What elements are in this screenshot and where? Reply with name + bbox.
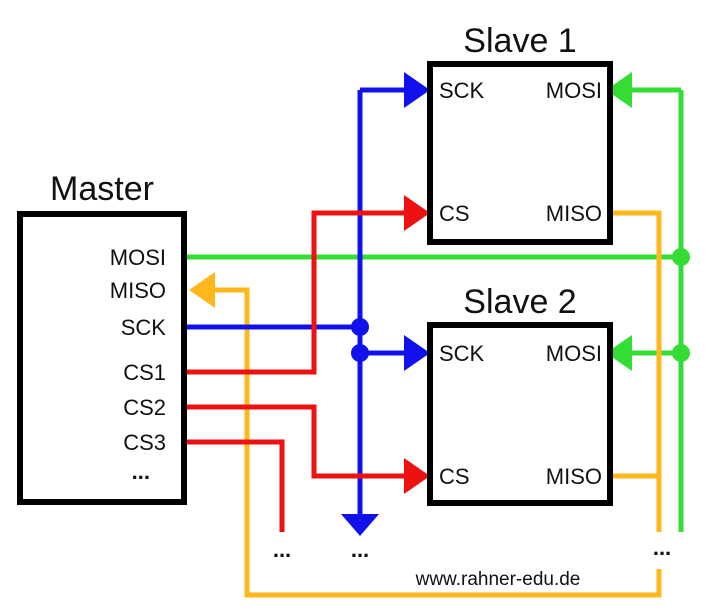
sck-slave1-arrow — [404, 72, 430, 108]
sck-slave2-arrow — [404, 335, 430, 371]
sck-junction-upper — [351, 318, 369, 336]
wires — [184, 87, 684, 598]
sck-continuation: ... — [351, 537, 369, 562]
sck-bus-down-arrow — [341, 514, 379, 536]
sck-junction-lower — [351, 344, 369, 362]
slave2-pin-cs: CS — [439, 464, 470, 489]
arrowheads — [189, 72, 632, 536]
slave1-pin-miso: MISO — [546, 201, 602, 226]
slave2-pin-mosi: MOSI — [546, 341, 602, 366]
junction-dots — [351, 248, 690, 362]
slave2-title: Slave 2 — [463, 283, 576, 321]
slave1-box — [427, 61, 613, 245]
slave2-pin-sck: SCK — [439, 341, 485, 366]
master-pin-more: ... — [132, 459, 150, 484]
mosi-junction-lower — [672, 344, 690, 362]
slave2-pin-miso: MISO — [546, 464, 602, 489]
cs2-line — [184, 404, 404, 479]
bus-continuation: ... — [653, 535, 671, 560]
master-pin-miso: MISO — [110, 278, 166, 303]
cs2-slave2-arrow — [404, 458, 430, 494]
slave1-pin-mosi: MOSI — [546, 78, 602, 103]
miso-master-arrow — [189, 272, 215, 308]
master-title: Master — [50, 170, 154, 208]
master-box — [17, 211, 187, 505]
slave1-pin-sck: SCK — [439, 78, 485, 103]
cs3-line — [184, 439, 285, 532]
slave2-box — [427, 322, 613, 506]
cs1-line — [184, 210, 404, 375]
mosi-slave2-arrow — [606, 335, 632, 371]
master-pin-mosi: MOSI — [110, 245, 166, 270]
mosi-slave1-arrow — [606, 72, 632, 108]
miso-return-line — [215, 287, 662, 598]
slave1-pin-cs: CS — [439, 201, 470, 226]
slave1-title: Slave 1 — [463, 22, 576, 60]
master-pin-cs2: CS2 — [123, 395, 166, 420]
master-pin-sck: SCK — [121, 315, 167, 340]
master-pin-cs3: CS3 — [123, 430, 166, 455]
miso-slave1-line — [610, 210, 662, 532]
credit-text: www.rahner-edu.de — [415, 569, 581, 590]
cs1-slave1-arrow — [404, 195, 430, 231]
master-pin-cs1: CS1 — [123, 360, 166, 385]
mosi-junction-upper — [672, 248, 690, 266]
cs3-continuation: ... — [273, 537, 291, 562]
